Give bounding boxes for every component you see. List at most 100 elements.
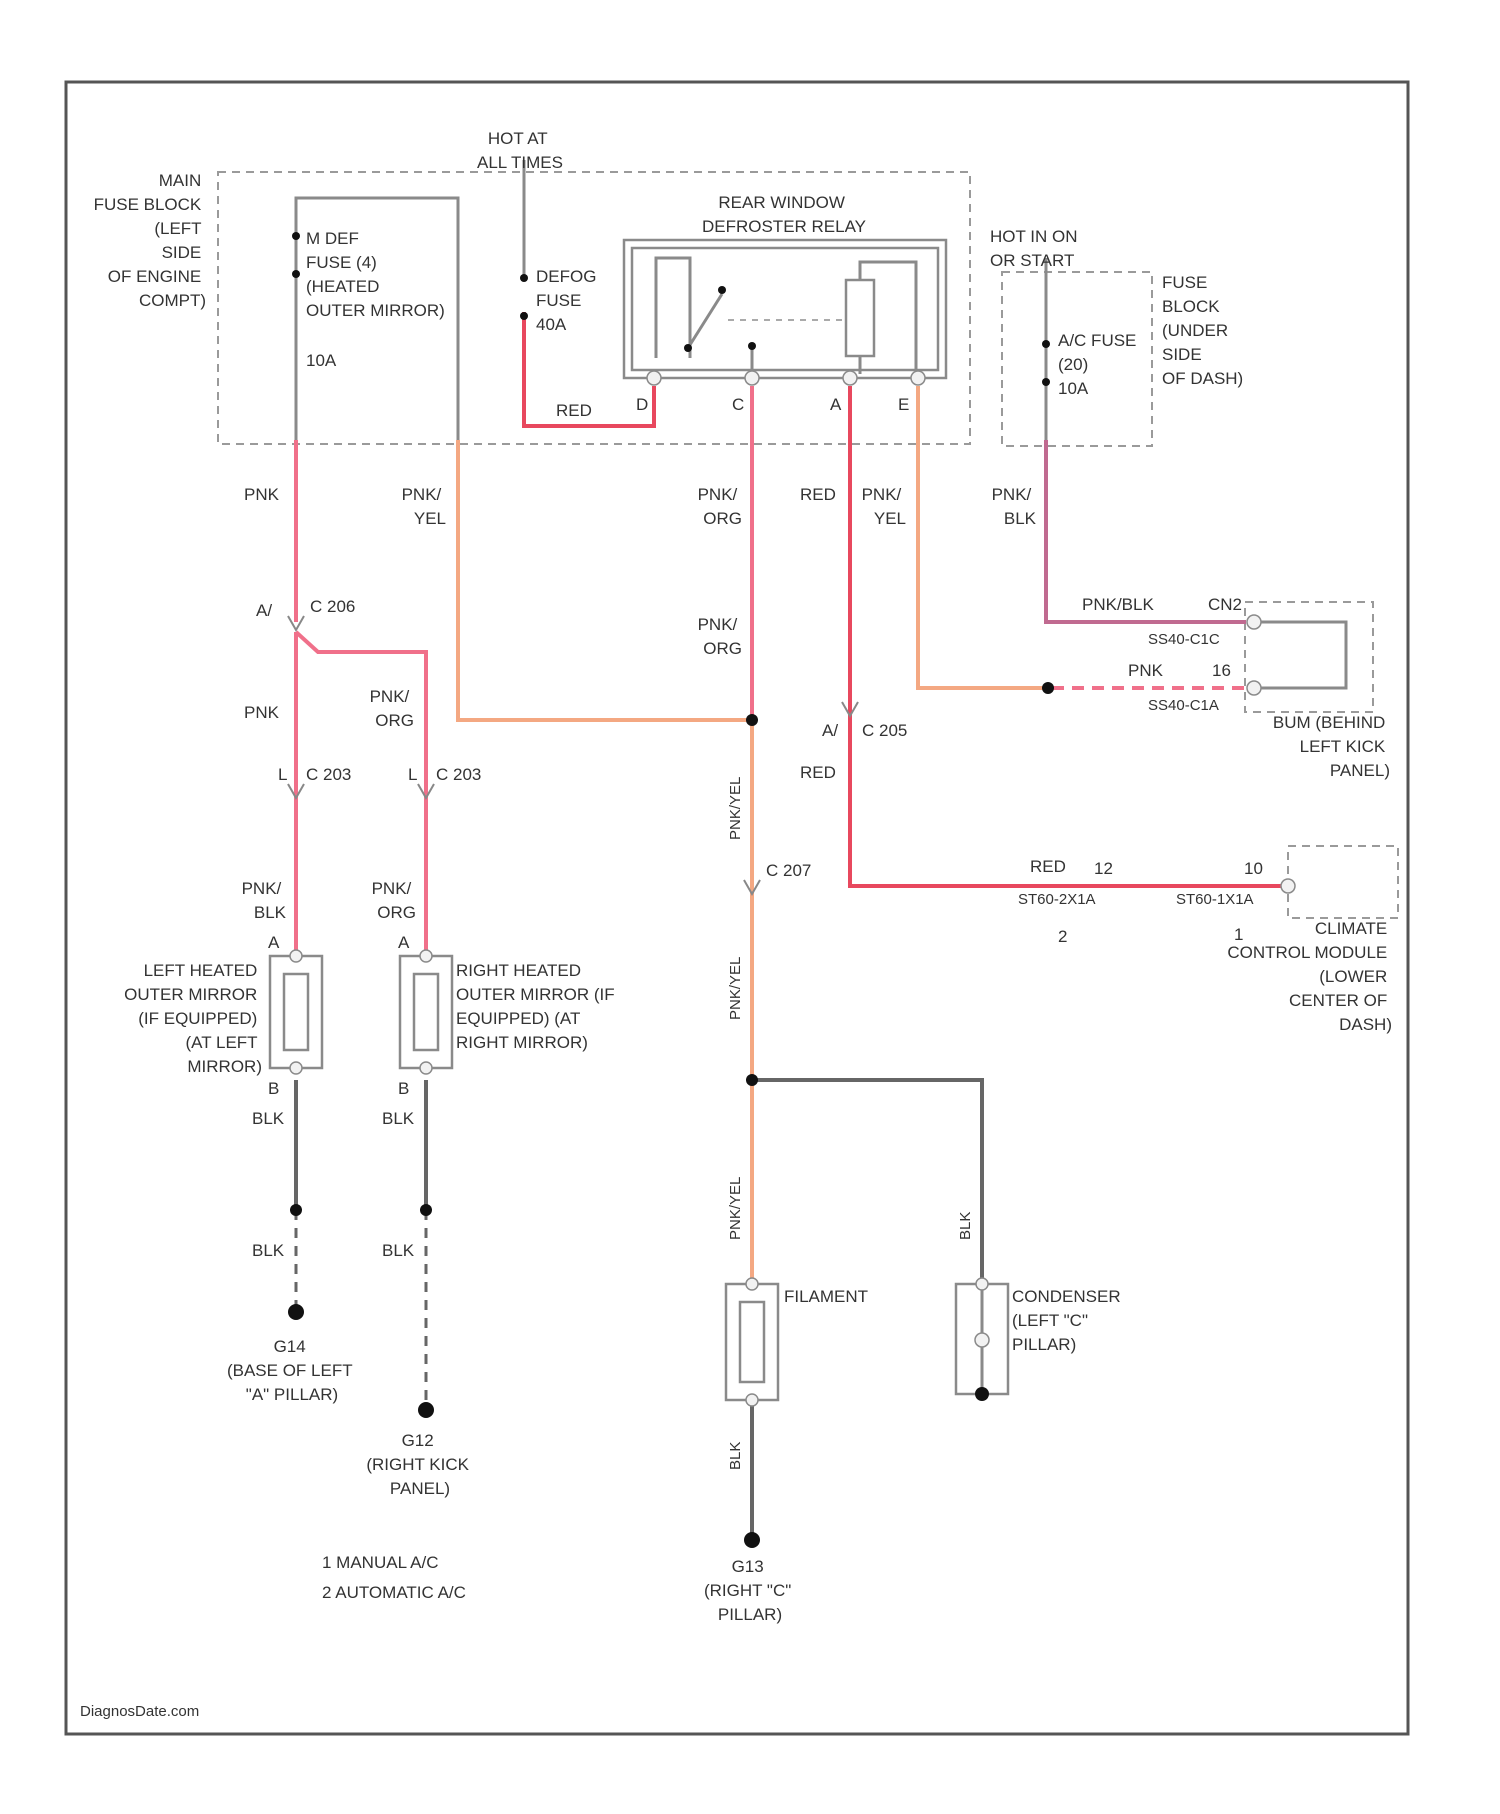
condenser-label: CONDENSER (LEFT "C" PILLAR) bbox=[1012, 1287, 1125, 1354]
pnk-yel-bcm-wire bbox=[918, 386, 1048, 688]
ccm-conn-right: ST60-1X1A bbox=[1176, 891, 1254, 908]
wire-label-pnk-org-1: PNK/ ORG bbox=[698, 485, 742, 528]
bcm-pin bbox=[1247, 681, 1261, 695]
wire-label-pnk: PNK bbox=[244, 485, 280, 504]
ground-g14-label: G14 (BASE OF LEFT "A" PILLAR) bbox=[227, 1337, 357, 1404]
watermark-text: DiagnosDate.com bbox=[80, 1703, 199, 1720]
ground-g12-icon bbox=[418, 1402, 434, 1418]
wire-label-blk-1: BLK bbox=[252, 1109, 285, 1128]
filament-label: FILAMENT bbox=[784, 1287, 868, 1306]
climate-module-label: CLIMATE CONTROL MODULE (LOWER CENTER OF … bbox=[1227, 919, 1392, 1034]
ccm-pin bbox=[1281, 879, 1295, 893]
bcm-conn-top: SS40-C1C bbox=[1148, 631, 1220, 648]
defroster-relay bbox=[624, 240, 946, 385]
connector-c203-right-pin: L bbox=[408, 765, 417, 784]
condenser-component bbox=[956, 1278, 1008, 1401]
wire-label-red-3: RED bbox=[1030, 857, 1066, 876]
climate-module-outline bbox=[1288, 846, 1398, 918]
wire-label-red-1: RED bbox=[800, 485, 836, 504]
wire-label-blk-v1: BLK bbox=[957, 1212, 974, 1240]
fuse-pin bbox=[292, 232, 300, 240]
left-mirror-heater bbox=[270, 950, 322, 1074]
hot-at-all-times-label: HOT AT ALL TIMES bbox=[477, 129, 563, 172]
ccm-conn-left: ST60-2X1A bbox=[1018, 891, 1096, 908]
fuse-pin bbox=[1042, 340, 1050, 348]
wire-label-pnk-blk-2: PNK/ BLK bbox=[242, 879, 287, 922]
bcm-pin-top: CN2 bbox=[1208, 595, 1242, 614]
wire-label-pnk-blk-inline: PNK/BLK bbox=[1082, 595, 1154, 614]
blk-condenser-wire bbox=[752, 1080, 982, 1290]
junction-dot bbox=[420, 1204, 432, 1216]
relay-pin-d: D bbox=[636, 395, 648, 414]
right-mirror-label: RIGHT HEATED OUTER MIRROR (IF EQUIPPED) … bbox=[456, 961, 619, 1052]
pnk-yel-wire-fuse bbox=[458, 440, 752, 720]
wire-label-pnk-yel: PNK/ YEL bbox=[402, 485, 446, 528]
junction-dot bbox=[746, 714, 758, 726]
relay-pin-e: E bbox=[898, 395, 909, 414]
ground-g13-label: G13 (RIGHT "C" PILLAR) bbox=[704, 1557, 796, 1624]
wire-label-blk-4: BLK bbox=[382, 1241, 415, 1260]
ccm-ref-left: 2 bbox=[1058, 927, 1067, 946]
wire-label-blk-2: BLK bbox=[382, 1109, 415, 1128]
connector-c205-label: C 205 bbox=[862, 721, 907, 740]
connector-c203-left-pin: L bbox=[278, 765, 287, 784]
wire-label-pnk-org-3: PNK/ ORG bbox=[370, 687, 414, 730]
wire-label-blk-3: BLK bbox=[252, 1241, 285, 1260]
wire-label-red-2: RED bbox=[800, 763, 836, 782]
wire-label-pnk-yel-v3: PNK/YEL bbox=[727, 1177, 744, 1240]
fuse-pin bbox=[520, 274, 528, 282]
relay-pin-a: A bbox=[830, 395, 842, 414]
left-mirror-pin-b: B bbox=[268, 1079, 279, 1098]
ccm-pin-left: 12 bbox=[1094, 859, 1113, 878]
junction-dot bbox=[1042, 682, 1054, 694]
connector-c203-right-label: C 203 bbox=[436, 765, 481, 784]
bcm-pin-bot: 16 bbox=[1212, 661, 1231, 680]
hot-in-on-or-start-label: HOT IN ON OR START bbox=[990, 227, 1082, 270]
wire-label-pnk-bcm: PNK bbox=[1128, 661, 1164, 680]
fuse-pin bbox=[1042, 378, 1050, 386]
wire-label-blk-v2: BLK bbox=[727, 1442, 744, 1470]
connector-c207-label: C 207 bbox=[766, 861, 811, 880]
bcm-outline bbox=[1245, 602, 1373, 712]
note-automatic-ac: 2 AUTOMATIC A/C bbox=[322, 1583, 466, 1602]
connector-c206-label: C 206 bbox=[310, 597, 355, 616]
ground-g12-label: G12 (RIGHT KICK PANEL) bbox=[366, 1431, 473, 1498]
wire-label-pnk-yel-e: PNK/ YEL bbox=[862, 485, 906, 528]
defog-fuse-label: DEFOG FUSE 40A bbox=[536, 267, 601, 334]
connector-c206-pin: A/ bbox=[256, 601, 272, 620]
connector-c205-pin: A/ bbox=[822, 721, 838, 740]
fuse-pin bbox=[292, 270, 300, 278]
dash-fuse-block-label: FUSE BLOCK (UNDER SIDE OF DASH) bbox=[1162, 273, 1243, 388]
wire-label-pnk-yel-v2: PNK/YEL bbox=[727, 957, 744, 1020]
right-mirror-pin-a: A bbox=[398, 933, 410, 952]
filament-heater bbox=[726, 1278, 778, 1406]
wire-label-pnk-2: PNK bbox=[244, 703, 280, 722]
left-mirror-label: LEFT HEATED OUTER MIRROR (IF EQUIPPED) (… bbox=[124, 961, 262, 1076]
wire-label-pnk-org-2: PNK/ ORG bbox=[698, 615, 742, 658]
ccm-pin-right: 10 bbox=[1244, 859, 1263, 878]
wire-label-pnk-yel-v1: PNK/YEL bbox=[727, 777, 744, 840]
mirror-fuse-label: M DEF FUSE (4) (HEATED OUTER MIRROR) 10A bbox=[306, 229, 450, 370]
right-mirror-pin-b: B bbox=[398, 1079, 409, 1098]
ground-g14-icon bbox=[288, 1304, 304, 1320]
wire-label-red-defog: RED bbox=[556, 401, 592, 420]
bcm-conn-bot: SS40-C1A bbox=[1148, 697, 1219, 714]
fuse-pin bbox=[520, 312, 528, 320]
ground-g13-icon bbox=[744, 1532, 760, 1548]
relay-pin-c: C bbox=[732, 395, 744, 414]
bcm-pin bbox=[1247, 615, 1261, 629]
ccm-ref-right: 1 bbox=[1234, 925, 1243, 944]
left-mirror-pin-a: A bbox=[268, 933, 280, 952]
junction-dot bbox=[746, 1074, 758, 1086]
right-mirror-heater bbox=[400, 950, 452, 1074]
note-manual-ac: 1 MANUAL A/C bbox=[322, 1553, 439, 1572]
bcm-label: BUM (BEHIND LEFT KICK PANEL) bbox=[1273, 713, 1390, 780]
wire-label-pnk-blk: PNK/ BLK bbox=[992, 485, 1037, 528]
main-fuse-block-label: MAIN FUSE BLOCK (LEFT SIDE OF ENGINE COM… bbox=[94, 171, 206, 310]
connector-c203-left-label: C 203 bbox=[306, 765, 351, 784]
wire-label-pnk-org-4: PNK/ ORG bbox=[372, 879, 416, 922]
bcm-internal bbox=[1254, 622, 1346, 688]
ac-fuse-label: A/C FUSE (20) 10A bbox=[1058, 331, 1141, 398]
relay-label: REAR WINDOW DEFROSTER RELAY bbox=[702, 193, 866, 236]
